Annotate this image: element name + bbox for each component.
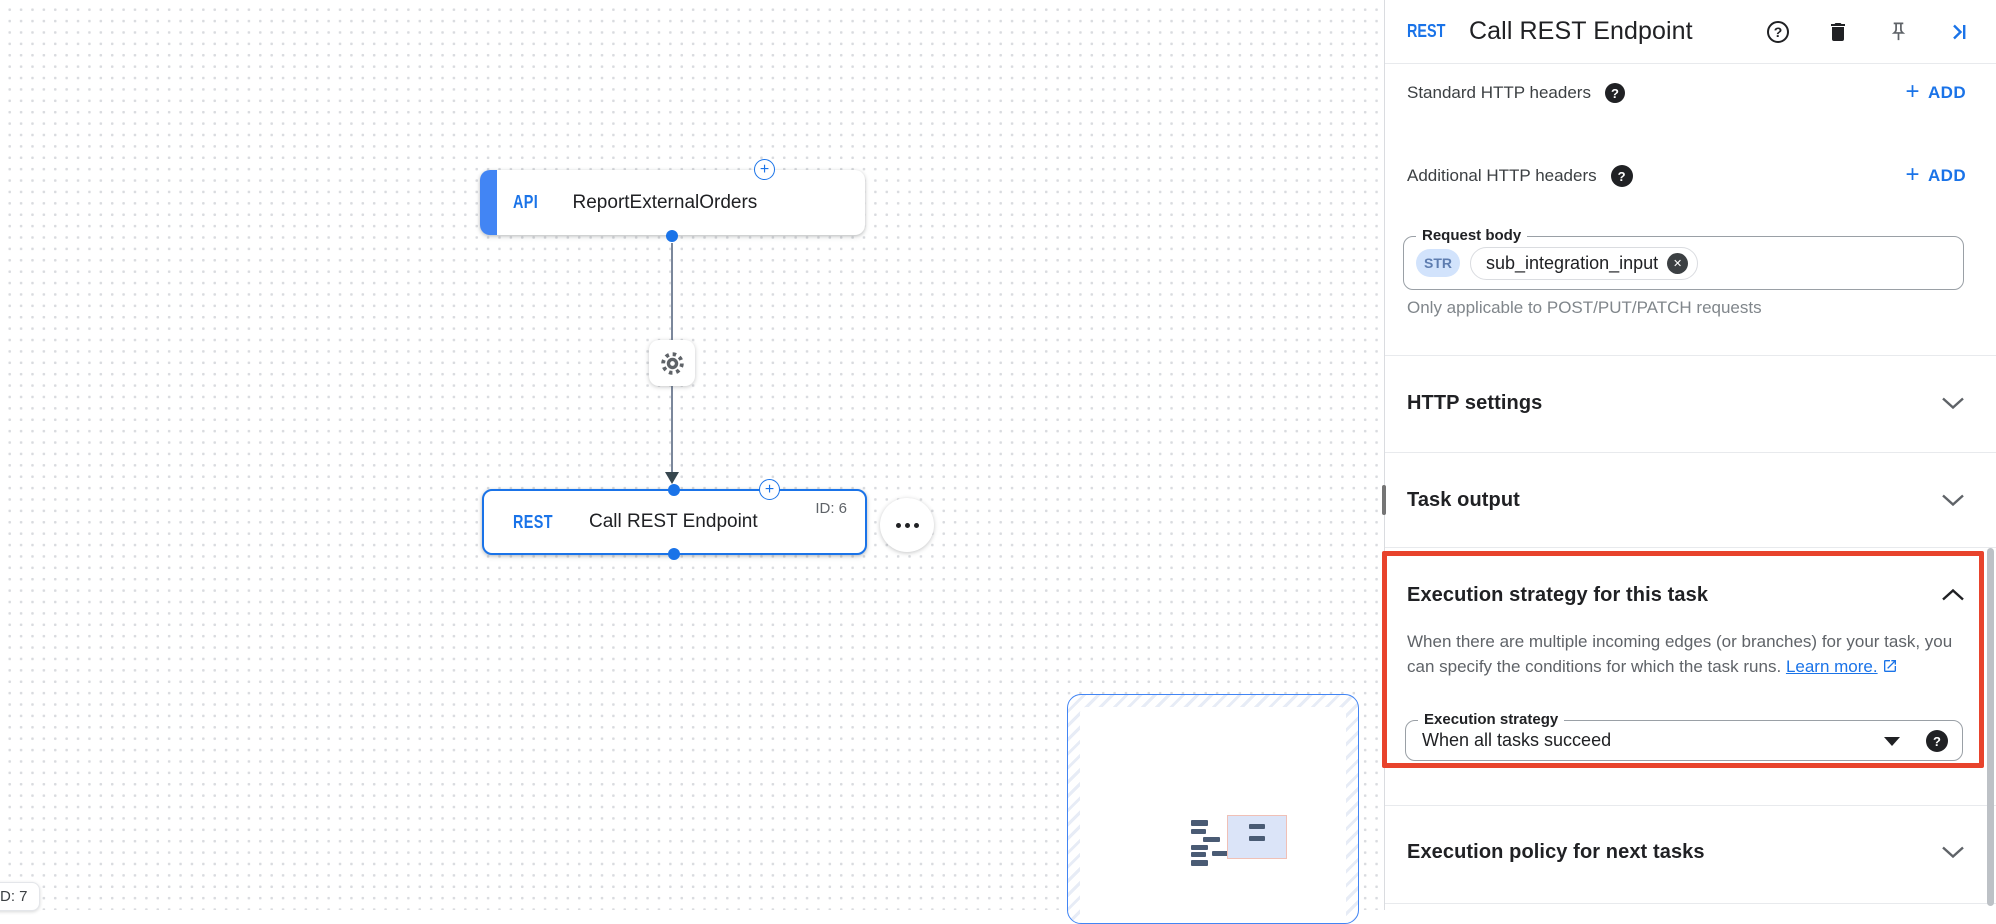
help-filled-icon[interactable]: ? [1604, 83, 1625, 103]
remove-chip-button[interactable]: ✕ [1667, 252, 1689, 274]
node-id-tag: D: 7 [0, 882, 40, 911]
chevron-down-icon [1942, 846, 1964, 859]
rest-badge: REST [513, 511, 554, 532]
workflow-canvas[interactable]: API ReportExternalOrders + REST Call RES… [0, 0, 1384, 924]
panel-title: Call REST Endpoint [1469, 17, 1693, 45]
more-dots-icon [895, 522, 901, 528]
panel-scrollbar[interactable] [1987, 548, 1994, 906]
request-body-value-chip[interactable]: sub_integration_input ✕ [1470, 246, 1699, 280]
request-body-label: Request body [1416, 227, 1528, 244]
request-body-helper: Only applicable to POST/PUT/PATCH reques… [1407, 298, 1762, 317]
help-filled-icon[interactable]: ? [1926, 730, 1948, 752]
section-title: HTTP settings [1407, 391, 1543, 414]
execution-strategy-label: Execution strategy [1418, 711, 1565, 728]
plus-icon: + [1905, 78, 1920, 105]
chip-value: sub_integration_input [1486, 252, 1659, 273]
trigger-accent-bar [480, 170, 497, 235]
section-execution-policy[interactable]: Execution policy for next tasks [1385, 828, 1996, 876]
sub-integration-icon [1191, 813, 1301, 869]
external-link-icon [1884, 660, 1897, 672]
sub-node-body [1080, 707, 1346, 923]
node-label: Call REST Endpoint [589, 511, 758, 532]
node-sub-integration-preview[interactable] [1067, 694, 1359, 924]
edge-arrowhead-icon [665, 472, 679, 484]
standard-headers-label: Standard HTTP headers [1407, 83, 1591, 102]
additional-headers-row: Additional HTTP headers ? + ADD [1385, 152, 1996, 200]
close-icon: ✕ [1673, 257, 1683, 270]
section-title: Execution strategy for this task [1407, 583, 1709, 606]
add-label: ADD [1927, 83, 1966, 102]
plus-icon: + [764, 480, 775, 498]
collapse-panel-button[interactable] [1946, 20, 1970, 44]
section-task-output[interactable]: Task output [1385, 476, 1996, 524]
section-title: Task output [1407, 488, 1520, 511]
execution-strategy-description: When there are multiple incoming edges (… [1407, 632, 1953, 676]
api-badge: API [513, 192, 539, 212]
execution-strategy-value: When all tasks succeed [1422, 730, 1612, 750]
trash-icon [1831, 22, 1845, 41]
rest-badge: REST [1407, 21, 1446, 41]
additional-headers-label: Additional HTTP headers [1407, 166, 1597, 185]
node-report-external-orders[interactable]: API ReportExternalOrders + [480, 159, 865, 242]
node-call-rest-endpoint[interactable]: REST Call REST Endpoint ID: 6 + [482, 479, 867, 560]
output-port[interactable] [666, 230, 678, 242]
execution-strategy-select[interactable]: Execution strategy When all tasks succee… [1405, 711, 1963, 761]
gear-icon [660, 351, 684, 375]
dropdown-caret-icon [1884, 737, 1900, 746]
divider [1385, 805, 1996, 806]
request-body-field[interactable]: Request body STR sub_integration_input ✕ [1403, 227, 1964, 290]
divider [1385, 452, 1996, 453]
more-dots-icon [913, 522, 919, 528]
edge-config-button[interactable] [649, 340, 695, 386]
chevron-down-icon [1942, 494, 1964, 507]
add-additional-header-button[interactable]: + ADD [1905, 161, 1966, 188]
chevron-up-icon [1942, 588, 1964, 601]
chevron-down-icon [1942, 397, 1964, 410]
section-title: Execution policy for next tasks [1407, 840, 1705, 863]
node-more-options-button[interactable] [880, 498, 934, 552]
panel-header: REST Call REST Endpoint ? [1385, 0, 1996, 64]
plus-icon: + [759, 160, 770, 178]
delete-task-button[interactable] [1826, 20, 1850, 44]
help-button[interactable]: ? [1766, 20, 1790, 44]
add-label: ADD [1927, 166, 1966, 185]
add-edge-button[interactable]: + [759, 479, 780, 500]
section-execution-strategy[interactable]: Execution strategy for this task [1385, 571, 1996, 619]
help-icon: ? [1773, 23, 1783, 40]
node-id-label: ID: 6 [815, 500, 847, 517]
standard-headers-row: Standard HTTP headers ? + ADD [1385, 69, 1996, 117]
help-filled-icon[interactable]: ? [1610, 165, 1633, 187]
add-standard-header-button[interactable]: + ADD [1905, 78, 1966, 105]
divider [1385, 547, 1996, 548]
pin-panel-button[interactable] [1886, 20, 1910, 44]
divider [1385, 903, 1996, 904]
section-http-settings[interactable]: HTTP settings [1385, 379, 1996, 427]
type-chip: STR [1416, 249, 1460, 277]
left-scroll-indicator[interactable] [1382, 485, 1386, 515]
more-dots-icon [904, 522, 910, 528]
plus-icon: + [1905, 161, 1920, 188]
input-port[interactable] [668, 484, 680, 496]
add-edge-button[interactable]: + [754, 159, 775, 180]
task-config-panel: REST Call REST Endpoint ? [1382, 0, 1996, 910]
collapse-right-icon [1953, 24, 1966, 39]
output-port[interactable] [668, 548, 680, 560]
node-label: ReportExternalOrders [572, 191, 758, 213]
learn-more-link[interactable]: Learn more. [1785, 657, 1878, 676]
divider [1385, 355, 1996, 356]
pin-icon [1891, 22, 1905, 41]
